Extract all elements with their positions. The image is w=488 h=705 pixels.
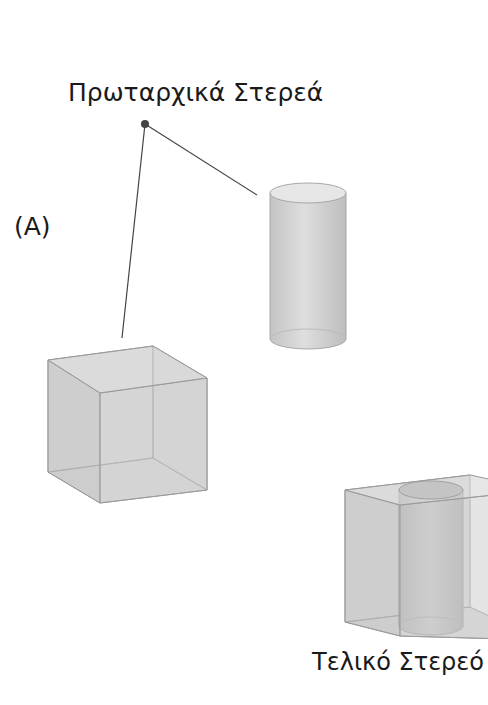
leader-line — [145, 124, 257, 195]
leader-dot — [141, 120, 149, 128]
final-solid — [345, 475, 488, 640]
cylinder-solid — [270, 183, 346, 349]
leader-lines — [122, 120, 257, 338]
figure-tag: (A) — [14, 212, 51, 242]
cube-solid — [48, 346, 207, 503]
result-label: Τελικό Στερεό — [312, 648, 484, 677]
group-label: Πρωταρχικά Στερεά — [68, 78, 323, 108]
leader-line — [122, 124, 145, 338]
